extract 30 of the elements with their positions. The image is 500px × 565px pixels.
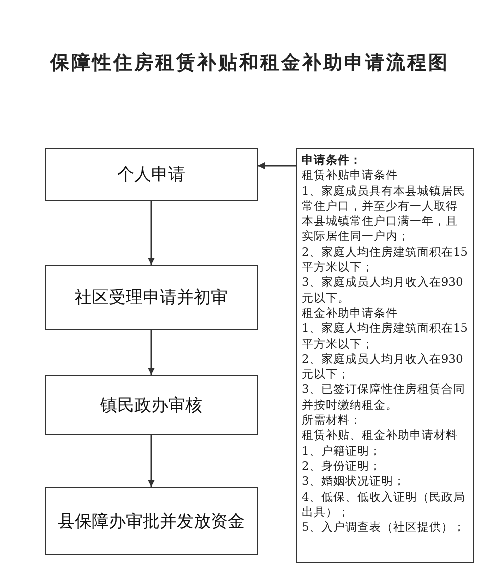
info-text: 所需材料： — [302, 413, 363, 428]
info-text: 租赁补贴申请条件 — [302, 168, 399, 184]
info-text: 5、入户调查表（社区提供）； — [302, 520, 466, 536]
arrow — [148, 330, 155, 375]
info-text: 1、户籍证明； — [302, 444, 382, 459]
info-text: 1、家庭人均住房建筑面积在15平方米以下； — [302, 321, 468, 352]
info-text: 1、家庭成员具有本县城镇居民常住户口，并至少有一人取得本县城镇常住户口满一年，且实际居住同一户内； — [302, 184, 466, 245]
process-box — [45, 265, 258, 330]
process-box — [45, 487, 258, 555]
info-text: 4、低保、低收入证明（民政局出具）； — [302, 490, 466, 520]
info-text: 2、家庭成员人均月收入在930元以下； — [302, 352, 464, 382]
process-label: 个人申请 — [118, 164, 186, 186]
info-text: 3、婚姻状况证明； — [302, 474, 406, 490]
arrow — [148, 435, 155, 487]
diagram-title: 保障性住房租赁补贴和租金补助申请流程图 — [49, 51, 450, 76]
info-text: 2、家庭人均住房建筑面积在15平方米以下； — [302, 244, 468, 276]
info-text: 2、身份证明； — [302, 458, 382, 474]
process-box — [45, 148, 258, 201]
process-label: 镇民政办审核 — [100, 394, 202, 416]
info-heading: 申请条件： — [302, 153, 363, 168]
info-text: 租赁补贴、租金补助申请材料 — [302, 428, 459, 444]
arrow — [148, 201, 155, 265]
info-box — [296, 148, 474, 563]
process-label: 社区受理申请并初审 — [75, 287, 228, 309]
info-text: 3、家庭成员人均月收入在930元以下。 — [302, 275, 464, 306]
process-box — [45, 375, 258, 435]
arrow — [258, 162, 296, 170]
process-label: 县保障办审批并发放资金 — [58, 510, 245, 532]
info-text: 3、已签订保障性住房租赁合同并按时缴纳租金。 — [302, 382, 466, 414]
info-text: 租金补助申请条件 — [302, 306, 399, 322]
